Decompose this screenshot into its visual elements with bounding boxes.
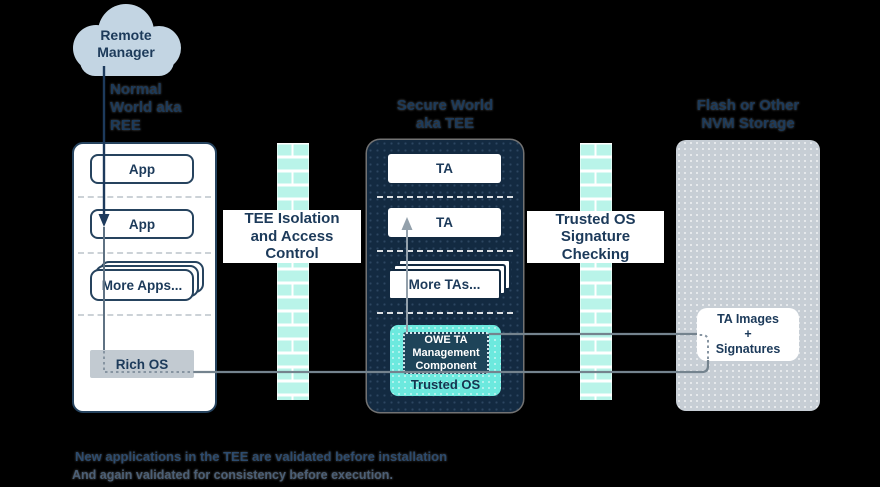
ta-box-2: TA — [388, 208, 501, 237]
normal-world-title: Normal World aka REE — [110, 81, 181, 135]
title-line: Secure World — [396, 97, 494, 114]
rich-os-label: Rich OS — [115, 356, 169, 372]
app-box-2: App — [90, 209, 194, 239]
wall-label-line: Checking — [561, 245, 630, 263]
title-line: Normal — [110, 81, 162, 98]
ta-images-line: TA Images — [717, 312, 779, 326]
more-tas-label: More TAs... — [408, 277, 481, 292]
wall-label-line: Trusted OS — [555, 210, 636, 228]
ta-images-line: + — [744, 327, 752, 341]
app-label: App — [128, 161, 156, 177]
ta-images-line: Signatures — [715, 342, 781, 356]
signature-checking-label: Trusted OS Signature Checking — [527, 211, 664, 263]
rich-os-box: Rich OS — [90, 350, 194, 378]
footer-note-1: New applications in the TEE are validate… — [75, 449, 448, 464]
ta-label: TA — [436, 161, 453, 176]
flash-storage-title: Flash or Other NVM Storage — [676, 97, 820, 133]
wall-label-line: Signature — [560, 228, 631, 246]
divider — [78, 314, 211, 316]
title-line: aka TEE — [415, 115, 475, 132]
tee-isolation-wall — [277, 143, 309, 400]
cloud-label-line: Remote — [100, 27, 152, 43]
app-label: App — [128, 216, 156, 232]
title-line: World aka — [110, 99, 182, 116]
trusted-os-label: Trusted OS — [390, 377, 501, 392]
tee-isolation-label: TEE Isolation and Access Control — [223, 210, 361, 263]
trusted-os-signature-wall — [580, 143, 612, 400]
title-line: NVM Storage — [701, 115, 795, 132]
cloud-label-line: Manager — [97, 44, 155, 60]
divider — [377, 196, 513, 198]
wall-label-line: TEE Isolation — [244, 210, 340, 228]
owe-ta-management-box: OWE TA Management Component — [403, 332, 489, 374]
wall-label-line: Control — [265, 245, 319, 263]
divider — [377, 250, 513, 252]
owe-label-line: Management — [412, 346, 480, 359]
title-line: Flash or Other — [696, 97, 800, 114]
divider — [78, 196, 211, 198]
more-apps-label: More Apps... — [101, 277, 183, 293]
trusted-os-text: Trusted OS — [410, 377, 481, 392]
owe-label-line: OWE TA — [424, 333, 468, 346]
flash-storage-container — [676, 140, 820, 411]
wall-label-line: and Access — [250, 227, 334, 245]
app-box-1: App — [90, 154, 194, 184]
ta-box-1: TA — [388, 154, 501, 183]
owe-label-line: Component — [415, 359, 477, 372]
ta-images-box: TA Images + Signatures — [697, 308, 799, 361]
cloud-label: Remote Manager — [60, 27, 192, 61]
ta-label: TA — [436, 215, 453, 230]
more-apps-box: More Apps... — [90, 269, 194, 301]
divider — [78, 252, 211, 254]
title-line: REE — [110, 117, 141, 134]
more-tas-box: More TAs... — [388, 269, 501, 300]
footer-note-2: And again validated for consistency befo… — [72, 468, 393, 482]
secure-world-title: Secure World aka TEE — [367, 97, 523, 133]
divider — [377, 312, 513, 314]
